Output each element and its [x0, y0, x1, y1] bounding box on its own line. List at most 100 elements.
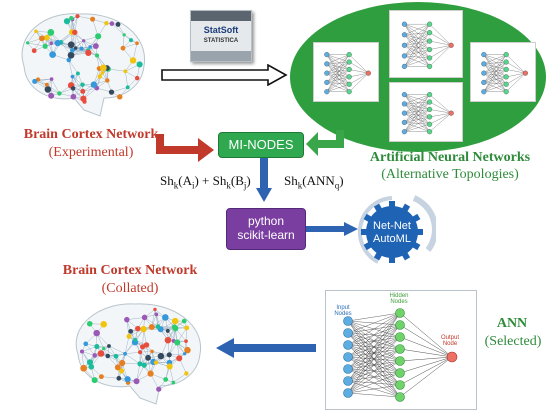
brain-node	[148, 323, 155, 330]
net-node	[401, 53, 407, 59]
brain-node	[141, 362, 147, 368]
ann-group-subtitle: (Alternative Topologies)	[381, 167, 519, 182]
hidden-node	[395, 344, 405, 354]
net-node	[481, 52, 487, 58]
brain-node	[124, 376, 131, 383]
brain-node	[184, 346, 191, 354]
brain-node	[117, 94, 123, 100]
brain-node	[135, 325, 141, 332]
hidden-node	[395, 380, 405, 390]
net-node	[324, 52, 330, 58]
net-node	[427, 30, 433, 36]
brain-node	[137, 361, 143, 367]
brain-node	[120, 45, 126, 51]
python-scikit-box: python scikit-learn	[226, 208, 306, 250]
net-node	[448, 110, 454, 116]
brain-node	[57, 91, 62, 96]
brain-node	[34, 29, 38, 34]
brain-node	[153, 360, 159, 365]
brain-image-collated	[60, 298, 210, 410]
brain-node	[122, 33, 126, 37]
brain-node	[32, 78, 38, 84]
brain-node	[162, 314, 169, 321]
net-node	[427, 21, 433, 27]
brain-node	[80, 82, 85, 87]
net-node	[401, 63, 407, 69]
brain-node	[44, 86, 52, 93]
mi-nodes-label: MI-NODES	[228, 137, 294, 152]
brain-node	[119, 359, 126, 367]
brain-node	[134, 75, 140, 81]
net-node	[427, 106, 433, 112]
brain-node	[128, 38, 134, 43]
net-node	[401, 110, 407, 116]
net-node	[324, 70, 330, 76]
input-node	[343, 316, 353, 326]
net-node	[481, 61, 487, 67]
net-node	[324, 89, 330, 95]
net-node	[503, 81, 509, 87]
automl-line1: Net-Net	[373, 220, 411, 232]
brain-node	[99, 64, 107, 72]
brain-node	[107, 344, 111, 348]
automl-line2: AutoML	[373, 233, 411, 245]
gear-tooth	[389, 201, 395, 207]
gear-tooth	[389, 257, 395, 263]
brain-node	[123, 69, 128, 74]
brain-node	[80, 364, 88, 372]
net-node	[401, 42, 407, 48]
brain-node	[66, 57, 72, 63]
brain-node	[133, 337, 138, 342]
brain-node	[140, 325, 147, 333]
gear-tooth	[361, 229, 367, 235]
net-node	[401, 21, 407, 27]
input-node	[343, 364, 353, 374]
brain-node	[172, 325, 179, 332]
ann-selected-title: ANN	[496, 316, 528, 331]
output-node	[446, 351, 458, 363]
brain-node	[108, 89, 115, 95]
brain-node	[85, 49, 92, 56]
blue-down-arrow	[256, 158, 272, 202]
brain-node	[49, 41, 54, 45]
net-node	[481, 70, 487, 76]
brain-experimental-subtitle: (Experimental)	[48, 145, 134, 160]
brain-node	[42, 43, 48, 49]
net-node	[365, 70, 371, 76]
brain-node	[150, 349, 154, 354]
net-node	[427, 121, 433, 127]
net-node	[401, 92, 407, 98]
brain-node	[94, 53, 100, 58]
ann-thumbnail-1	[313, 42, 379, 102]
brain-node	[86, 359, 93, 366]
brain-node	[147, 370, 154, 377]
brain-node	[75, 14, 80, 19]
brain-node	[176, 355, 183, 362]
net-node	[401, 119, 407, 125]
brain-node	[116, 375, 122, 381]
brain-node	[72, 29, 78, 36]
brain-node	[184, 325, 190, 331]
net-node	[503, 66, 509, 72]
python-label: python	[247, 214, 285, 228]
statsoft-software-box: StatSoft STATISTICA	[190, 10, 252, 62]
net-node	[427, 38, 433, 44]
brain-node	[156, 386, 162, 392]
net-node	[503, 74, 509, 80]
brain-node	[97, 350, 105, 357]
brain-node	[102, 346, 106, 351]
hidden-node	[395, 392, 405, 402]
ann-thumbnail-2	[389, 10, 463, 78]
net-node	[346, 81, 352, 87]
brain-node	[157, 352, 165, 360]
brain-node	[124, 316, 130, 323]
net-node	[427, 63, 433, 69]
hidden-node	[395, 332, 405, 342]
ann-selected-graph	[343, 308, 458, 402]
brain-node	[109, 21, 115, 26]
brain-node	[94, 343, 100, 350]
brain-node	[153, 307, 157, 312]
brain-node	[70, 93, 77, 100]
brain-node	[136, 61, 143, 68]
